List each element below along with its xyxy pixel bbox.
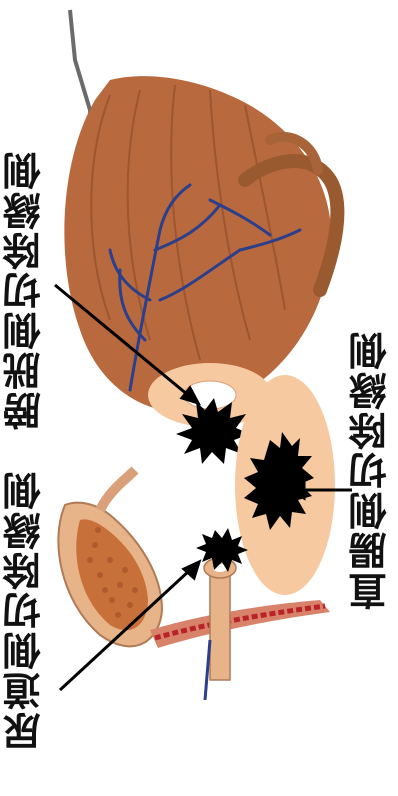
urethra-margin-label: 尿道側切除縁側 (6, 470, 44, 750)
prostate-section (58, 470, 162, 646)
rectal-wall (150, 600, 330, 648)
bladder-margin-label: 膀胱側切除縁側 (6, 150, 44, 430)
rectum-margin-label: 直腸側切除縁側 (352, 330, 390, 610)
bladder (64, 76, 337, 412)
